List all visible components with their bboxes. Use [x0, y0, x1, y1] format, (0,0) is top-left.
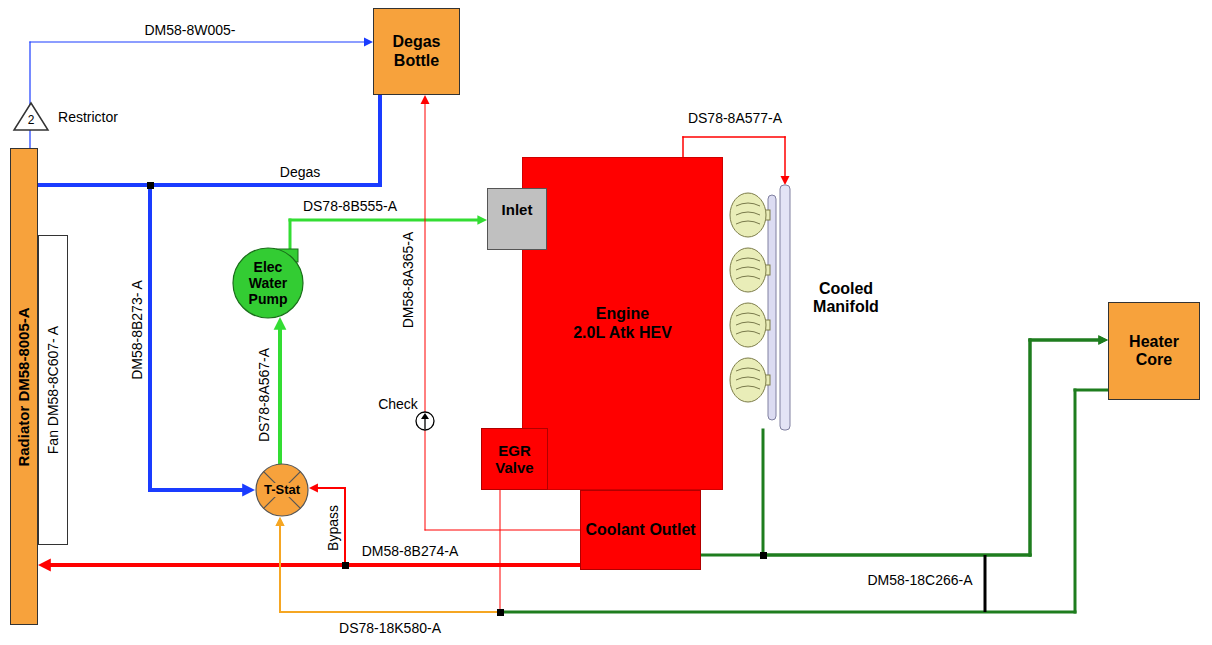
- node-label: Degas Bottle: [377, 33, 456, 70]
- hose-label: DM58-8A365-A: [400, 230, 416, 331]
- junction-dot: [760, 552, 767, 559]
- node-label: Heater Core: [1112, 333, 1196, 370]
- hose-label: DM58-8W005-: [142, 22, 237, 38]
- hose-label: Bypass: [325, 503, 341, 553]
- node-text-area: Degas Bottle: [374, 9, 459, 94]
- coolant-hose: [38, 185, 255, 496]
- node-text-area: Heater Core: [1109, 303, 1199, 399]
- callout-number: 2: [27, 114, 36, 127]
- restrictor-symbol: [14, 103, 48, 130]
- inlet-box: Inlet: [487, 188, 547, 250]
- valve-box: EGR Valve: [481, 428, 548, 490]
- junction-dot: [497, 609, 504, 616]
- coolant-hose: [38, 559, 580, 572]
- junction-dot: [147, 182, 154, 189]
- hose-label: DM58-18C266-A: [865, 572, 974, 588]
- node-label: Engine: [596, 305, 649, 323]
- node-label: Inlet: [502, 201, 533, 218]
- hose-label: DS78-8B555-A: [301, 198, 399, 214]
- node-label: Fan DM58-8C607- A: [45, 326, 61, 454]
- hose-label: Degas: [278, 164, 322, 180]
- node-label: Coolant Outlet: [585, 521, 695, 539]
- node-text-area: T-Stat: [255, 463, 309, 517]
- hose-label: DS78-18K580-A: [337, 620, 443, 636]
- outlet-box: Coolant Outlet: [580, 490, 701, 570]
- coolant-hose: [763, 335, 1108, 555]
- coolant-hose: [38, 95, 380, 185]
- node-text-area: Elec Water Pump: [232, 247, 304, 319]
- node-text-area: Coolant Outlet: [581, 491, 700, 569]
- node-sublabel: 2.0L Atk HEV: [573, 324, 672, 342]
- restrictor-bar: [984, 555, 987, 612]
- pump-circle: Elec Water Pump: [232, 247, 304, 319]
- node-text-area: Engine2.0L Atk HEV: [523, 158, 722, 489]
- heater-box: Heater Core: [1108, 302, 1200, 400]
- tank-box: Degas Bottle: [373, 8, 460, 95]
- coolant-hose: [290, 215, 487, 254]
- node-label: Elec Water Pump: [239, 259, 297, 307]
- hose-label: DS78-8A577-A: [686, 110, 784, 126]
- node-label: EGR Valve: [485, 442, 544, 477]
- engine-block: Engine2.0L Atk HEV: [522, 157, 723, 490]
- manifold-illustration: Cooled Manifold: [728, 185, 798, 430]
- hose-label: DM58-8B274-A: [360, 543, 461, 559]
- hose-label: DM58-8B273- A: [129, 278, 145, 382]
- check-valve-symbol: [416, 412, 434, 430]
- fan-box: Fan DM58-8C607- A: [38, 235, 68, 545]
- thermostat-circle: T-Stat: [255, 463, 309, 517]
- hose-label: DS78-8A567-A: [256, 346, 272, 444]
- node-text-area: [728, 185, 798, 430]
- node-text-area: Inlet: [488, 189, 546, 249]
- node-label: T-Stat: [262, 483, 302, 498]
- coolant-hose: [701, 335, 1108, 555]
- junction-dot: [342, 562, 349, 569]
- node-label: Cooled Manifold: [804, 280, 888, 317]
- coolant-hose: [274, 317, 287, 463]
- part-label: Check: [376, 396, 420, 412]
- coolant-hose: [309, 484, 580, 566]
- coolant-hose: [30, 38, 373, 149]
- manifold-drawing: [728, 185, 798, 430]
- part-label: Restrictor: [56, 109, 120, 125]
- node-text-area: EGR Valve: [482, 429, 547, 489]
- radiator-bar: Radiator DM58-8005-A: [10, 148, 38, 625]
- coolant-hose: [276, 490, 501, 612]
- node-label: Radiator DM58-8005-A: [15, 307, 32, 466]
